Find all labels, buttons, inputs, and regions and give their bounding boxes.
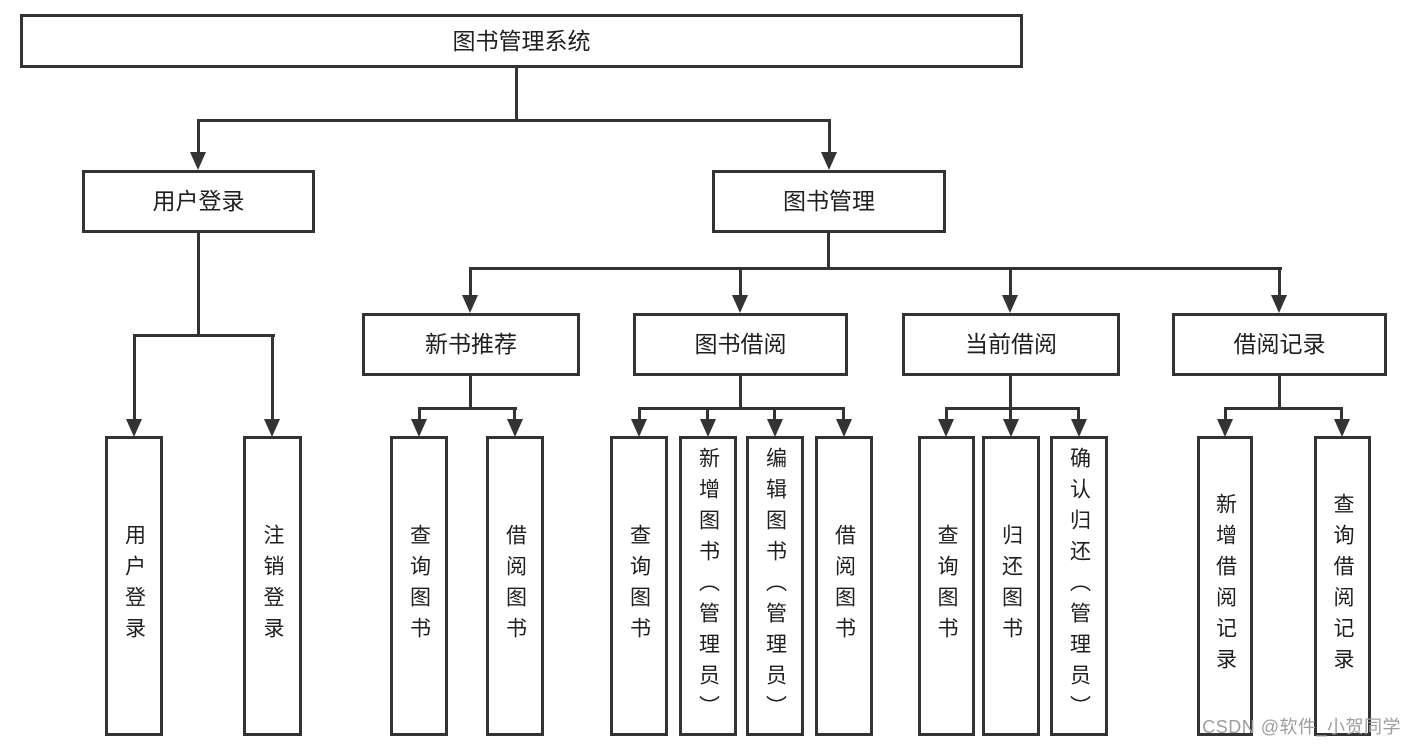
node-library-management-system: 图书管理系统 [20,14,1023,68]
connector-line [1278,267,1281,298]
arrowhead [507,419,523,437]
leaf-records-add-record-label: 新增借阅记录 [1213,493,1237,679]
arrowhead [264,419,280,437]
connector-line [469,267,472,298]
leaf-borrowing-edit-books-admin-label: 编辑图书（管理员） [763,446,787,726]
leaf-current-return-books-label: 归还图书 [999,524,1023,648]
leaf-recommend-query-books: 查询图书 [390,436,448,736]
arrowhead [1334,419,1350,437]
arrowhead [938,419,954,437]
connector-line [271,334,274,422]
connector-line [470,267,1282,270]
arrowhead [462,295,478,313]
node-book-management: 图书管理 [712,170,946,233]
connector-line [418,407,517,410]
leaf-current-return-books: 归还图书 [982,436,1040,736]
connector-line [1009,267,1012,298]
connector-line [638,407,845,410]
node-book-management-label: 图书管理 [783,188,875,214]
arrowhead [821,152,837,170]
arrowhead [631,419,647,437]
leaf-logout: 注销登录 [243,436,302,736]
leaf-current-query-books: 查询图书 [918,436,975,736]
connector-line [133,334,136,422]
connector-line [418,407,421,423]
connector-line [1278,374,1281,410]
connector-line [828,119,831,155]
connector-line [842,407,845,423]
watermark: CSDN @软件_小贺同学 [1202,717,1401,737]
leaf-current-query-books-label: 查询图书 [935,524,959,648]
arrowhead [1002,295,1018,313]
leaf-borrowing-borrow-books: 借阅图书 [815,436,873,736]
arrowhead [411,419,427,437]
connector-line [638,407,641,423]
arrowhead [767,419,783,437]
leaf-recommend-borrow-books: 借阅图书 [486,436,544,736]
leaf-recommend-query-books-label: 查询图书 [407,524,431,648]
leaf-records-add-record: 新增借阅记录 [1197,436,1253,736]
node-user-login: 用户登录 [82,170,315,233]
leaf-borrowing-query-books: 查询图书 [610,436,668,736]
leaf-borrowing-borrow-books-label: 借阅图书 [832,524,856,648]
connector-line [945,407,1080,410]
connector-line [1340,407,1343,423]
node-current-borrowing-label: 当前借阅 [965,331,1057,357]
leaf-borrowing-edit-books-admin: 编辑图书（管理员） [746,436,804,736]
node-book-borrowing-label: 图书借阅 [694,331,787,357]
leaf-current-confirm-return-admin: 确认归还（管理员） [1050,436,1108,736]
leaf-borrowing-query-books-label: 查询图书 [627,524,651,648]
node-new-book-recommendation: 新书推荐 [362,313,580,376]
node-library-management-system-label: 图书管理系统 [452,27,591,54]
arrowhead [1003,419,1019,437]
node-current-borrowing: 当前借阅 [902,313,1120,376]
node-borrowing-records-label: 借阅记录 [1233,331,1326,357]
arrowhead [700,419,716,437]
connector-line [739,267,742,298]
connector-line [1009,407,1012,423]
arrowhead [1071,419,1087,437]
leaf-records-query-record: 查询借阅记录 [1314,436,1371,736]
leaf-borrowing-add-books-admin-label: 新增图书（管理员） [696,446,720,726]
leaf-borrowing-add-books-admin: 新增图书（管理员） [679,436,737,736]
connector-line [1077,407,1080,423]
arrowhead [126,419,142,437]
leaf-recommend-borrow-books-label: 借阅图书 [503,524,527,648]
arrowhead [836,419,852,437]
leaf-records-query-record-label: 查询借阅记录 [1331,493,1355,679]
connector-line [513,407,516,423]
connector-line [197,119,831,122]
connector-line [197,230,200,337]
connector-line [197,119,200,155]
arrowhead [1217,419,1233,437]
node-user-login-label: 用户登录 [152,188,245,214]
leaf-logout-label: 注销登录 [261,524,285,648]
leaf-user-login-label: 用户登录 [122,524,146,648]
connector-line [1224,407,1343,410]
arrowhead [190,152,206,170]
arrowhead [732,295,748,313]
connector-line [706,407,709,423]
node-new-book-recommendation-label: 新书推荐 [425,331,517,357]
connector-line [1224,407,1227,423]
node-book-borrowing: 图书借阅 [633,313,848,376]
arrowhead [1271,295,1287,313]
node-borrowing-records: 借阅记录 [1172,313,1387,376]
connector-line [515,66,518,122]
leaf-current-confirm-return-admin-label: 确认归还（管理员） [1067,446,1091,726]
connector-line [1009,374,1012,410]
connector-line [469,374,472,410]
connector-line [827,231,830,270]
connector-line [945,407,948,423]
connector-line [739,374,742,410]
connector-line [133,334,275,337]
connector-line [773,407,776,423]
leaf-user-login: 用户登录 [105,436,163,736]
